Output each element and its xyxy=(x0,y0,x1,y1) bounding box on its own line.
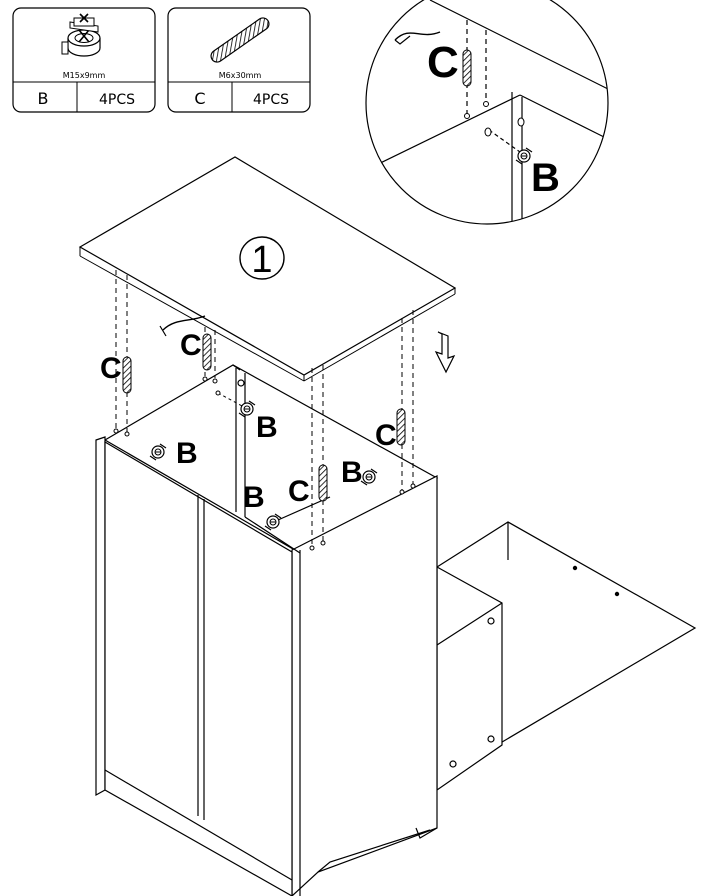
loose-panels xyxy=(436,521,697,792)
dowel-c-1 xyxy=(122,356,132,394)
part-b-letter: B xyxy=(38,89,49,108)
part-c-qty: 4PCS xyxy=(253,92,289,108)
cabinet-assembly xyxy=(95,364,697,896)
part-b-size: M15x9mm xyxy=(63,71,106,80)
part-c-size: M6x30mm xyxy=(219,71,262,80)
callout-c-2: C xyxy=(180,329,202,362)
dowel-c-detail xyxy=(462,49,472,87)
detail-magnifier: C B xyxy=(365,0,609,225)
dowel-c-3 xyxy=(318,464,328,502)
part-b-qty: 4PCS xyxy=(99,92,135,108)
step-number-badge: 1 xyxy=(239,236,285,281)
step-number: 1 xyxy=(251,239,272,281)
part-c-letter: C xyxy=(194,89,205,108)
cam-lock-icon xyxy=(61,13,101,57)
callout-b-1: B xyxy=(176,437,198,470)
dowel-holes xyxy=(113,376,416,551)
dowel-c-2 xyxy=(202,333,212,371)
callout-b-2: B xyxy=(256,411,278,444)
callout-c-4: C xyxy=(375,419,397,452)
callout-c-detail: C xyxy=(427,38,459,87)
callout-b-3: B xyxy=(243,481,265,514)
callout-c-1: C xyxy=(100,352,122,385)
guide-lines xyxy=(115,270,414,547)
part-card-c: M6x30mm C 4PCS xyxy=(167,7,311,113)
top-panel: 1 xyxy=(78,156,457,382)
wooden-dowel-icon xyxy=(210,17,270,63)
down-arrow-icon xyxy=(434,331,456,374)
dowel-c-4 xyxy=(396,408,406,446)
callout-b-detail: B xyxy=(531,156,560,200)
callout-c-3: C xyxy=(288,475,310,508)
cable xyxy=(162,315,206,331)
callout-b-4: B xyxy=(341,456,363,489)
part-card-b: M15x9mm B 4PCS xyxy=(12,7,156,113)
